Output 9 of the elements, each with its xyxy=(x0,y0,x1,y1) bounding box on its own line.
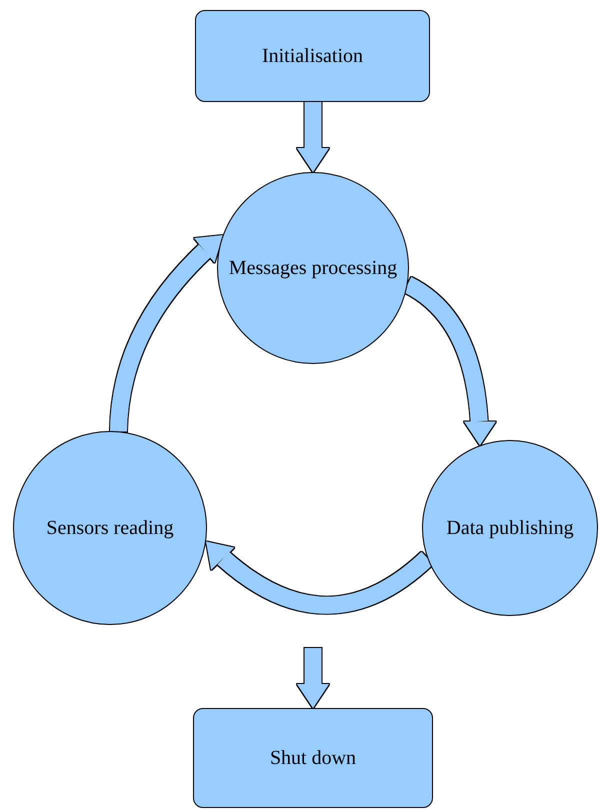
node-label: Data publishing xyxy=(445,516,575,541)
node-label: Messages processing xyxy=(228,256,398,281)
block-arrow xyxy=(297,102,329,172)
process-box xyxy=(193,708,433,808)
block-arrow xyxy=(403,277,496,446)
node-label: Shut down xyxy=(268,746,358,771)
node-label: Sensors reading xyxy=(45,516,175,541)
process-box xyxy=(195,10,430,102)
node-label: Initialisation xyxy=(260,44,364,69)
